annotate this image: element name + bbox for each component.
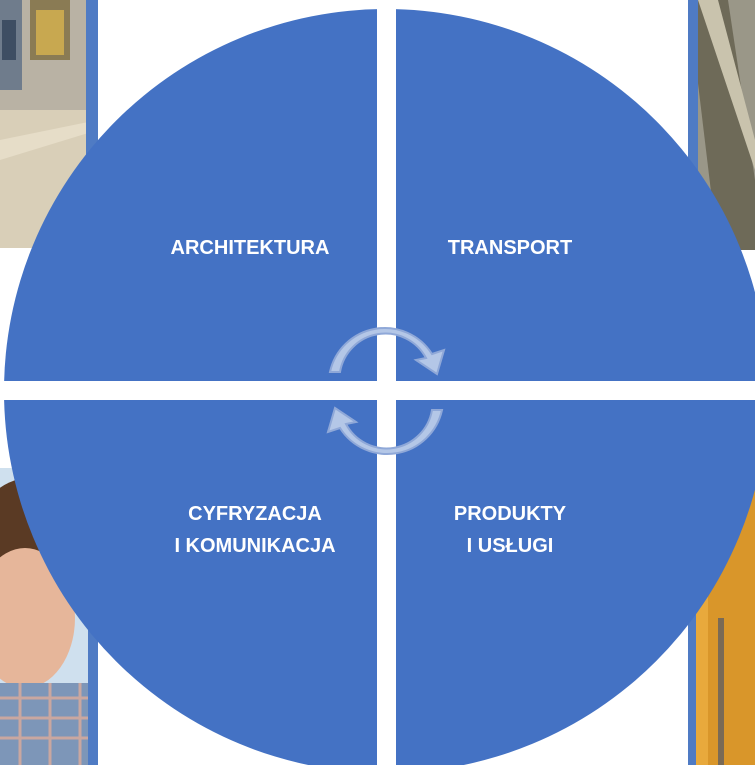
cycle-arrows (326, 327, 446, 455)
label-cyfryzacja-line-1: CYFRYZACJA (188, 503, 322, 525)
label-architektura-line-1: ARCHITEKTURA (170, 237, 330, 259)
label-produkty-line-2: I USŁUGI (466, 535, 554, 557)
arrow-top-icon (328, 327, 446, 376)
arrow-bottom-icon (326, 406, 444, 455)
quadrant-produkty (396, 400, 755, 765)
label-produkty-line-1: PRODUKTY (453, 503, 567, 525)
label-cyfryzacja: CYFRYZACJA I KOMUNIKACJA (115, 498, 395, 562)
label-transport-line-1: TRANSPORT (447, 237, 573, 259)
quadrant-cyfryzacja (4, 400, 377, 765)
corridor-photo (0, 0, 98, 248)
quadrant-architektura (4, 9, 377, 381)
label-transport: TRANSPORT (400, 232, 620, 264)
escalator-photo (688, 0, 755, 250)
quadrant-transport (396, 9, 755, 381)
label-cyfryzacja-line-2: I KOMUNIKACJA (174, 535, 336, 557)
label-architektura: ARCHITEKTURA (130, 232, 370, 264)
label-produkty: PRODUKTY I USŁUGI (400, 498, 620, 562)
